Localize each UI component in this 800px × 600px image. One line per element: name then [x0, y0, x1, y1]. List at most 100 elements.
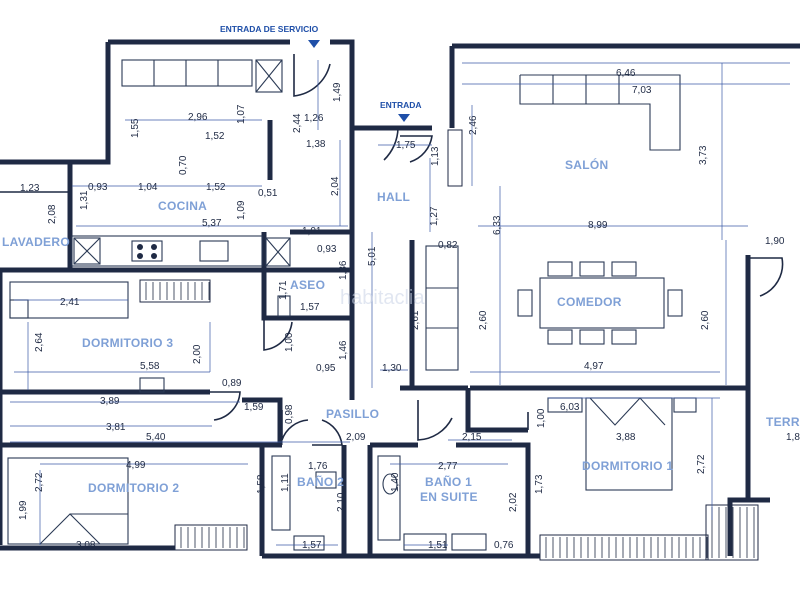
measure: 2,72 — [34, 472, 45, 492]
measure: 1,59 — [244, 402, 264, 413]
measure: 1,51 — [428, 540, 448, 551]
label-entrada-servicio: ENTRADA DE SERVICIO — [220, 24, 319, 34]
room-dormitorio2: DORMITORIO 2 — [88, 481, 179, 495]
wall-kitchen-left — [0, 42, 111, 165]
measure: 3,81 — [106, 422, 126, 433]
measure: 1,57 — [300, 302, 320, 313]
room-cocina: COCINA — [158, 199, 207, 213]
wall-lavadero — [0, 162, 73, 273]
measure: 3,88 — [616, 432, 636, 443]
washing-machine — [73, 237, 101, 265]
measure: 2,10 — [336, 492, 347, 512]
bano2-tub — [271, 455, 291, 531]
room-bano2: BAÑO 2 — [297, 474, 344, 489]
room-bano1-suite: EN SUITE — [420, 490, 478, 504]
measure: 2,08 — [47, 204, 58, 224]
measure: 1,04 — [138, 182, 158, 193]
measure: 2,72 — [696, 454, 707, 474]
measure: 3,89 — [100, 396, 120, 407]
kitchen-counter-bottom — [71, 235, 263, 267]
window-dorm3 — [139, 279, 211, 303]
measure: 1,71 — [278, 280, 289, 300]
measure: 1,99 — [18, 500, 29, 520]
burner — [151, 253, 157, 259]
chair — [517, 289, 533, 317]
measure: 0,93 — [88, 182, 108, 193]
chair — [579, 329, 605, 345]
window-hatch — [139, 129, 759, 561]
measure: 2,60 — [700, 310, 711, 330]
measure: 1,75 — [396, 140, 416, 151]
hall-cabinet — [425, 245, 459, 371]
measure: 7,03 — [632, 85, 652, 96]
window-entrance — [447, 129, 463, 187]
measure: 1,58 — [256, 474, 267, 494]
measure: 6,33 — [492, 215, 503, 235]
chair — [547, 261, 573, 277]
measure: 0,51 — [258, 188, 278, 199]
measure: 1,31 — [79, 190, 90, 210]
desk — [139, 377, 165, 393]
wall-bano1-top-r — [456, 442, 531, 556]
measure: 1,36 — [338, 260, 349, 280]
measure: 2,09 — [346, 432, 366, 443]
measure: 2,77 — [438, 461, 458, 472]
measure: 0,93 — [317, 244, 337, 255]
measure: 0,95 — [316, 363, 336, 374]
nightstand — [673, 397, 697, 413]
chair — [611, 261, 637, 277]
measure: 8,99 — [588, 220, 608, 231]
wall-dorm3-bottom-r — [242, 397, 283, 445]
label-entrada: ENTRADA — [380, 100, 422, 110]
arrow-down-icon — [398, 114, 410, 122]
measure: 5,37 — [202, 218, 222, 229]
door-terrace — [748, 257, 784, 297]
measure: 2,00 — [192, 344, 203, 364]
room-salon: SALÓN — [565, 157, 609, 172]
measure: 4,99 — [126, 460, 146, 471]
measure: 1,38 — [306, 139, 326, 150]
chair — [667, 289, 683, 317]
room-terraza: TERR — [766, 415, 800, 429]
measure: 6,03 — [560, 402, 580, 413]
window-dorm2 — [174, 524, 248, 551]
wall-dorm1-left — [465, 388, 528, 433]
room-dormitorio1: DORMITORIO 1 — [582, 459, 673, 473]
burner — [137, 253, 143, 259]
measure: 1,57 — [302, 540, 322, 551]
measure: 1,01 — [302, 226, 322, 237]
bano2-sink — [293, 535, 325, 551]
bano1-shower — [377, 455, 401, 541]
bano1-bidet — [451, 533, 487, 551]
measure: 0,70 — [178, 155, 189, 175]
door-dorm2 — [281, 410, 309, 441]
appliance — [265, 237, 291, 267]
measure: 1,09 — [236, 200, 247, 220]
aseo-toilet — [277, 295, 291, 317]
doors — [210, 54, 784, 446]
measure: 2,44 — [292, 113, 303, 133]
door-entrance — [352, 127, 399, 161]
measure: 1,40 — [390, 472, 401, 492]
measure: 6,46 — [616, 68, 636, 79]
door-bano1 — [417, 400, 453, 441]
room-lavadero: LAVADERO — [2, 235, 70, 249]
sofa — [519, 74, 681, 151]
room-comedor: COMEDOR — [557, 295, 622, 309]
measure: 1,13 — [430, 146, 441, 166]
measure: 3,08 — [76, 540, 96, 551]
measure: 1,46 — [338, 340, 349, 360]
measure: 2,60 — [478, 310, 489, 330]
measure: 0,82 — [438, 240, 458, 251]
door-dorm3 — [210, 391, 241, 421]
bano1-toilet — [382, 473, 398, 495]
measure: 2,02 — [508, 492, 519, 512]
outer-walls — [0, 39, 800, 559]
measure: 1,27 — [429, 206, 440, 226]
chair — [579, 261, 605, 277]
measure: 2,64 — [34, 332, 45, 352]
chair — [547, 329, 573, 345]
burner — [151, 244, 157, 250]
measure: 1,00 — [284, 332, 295, 352]
